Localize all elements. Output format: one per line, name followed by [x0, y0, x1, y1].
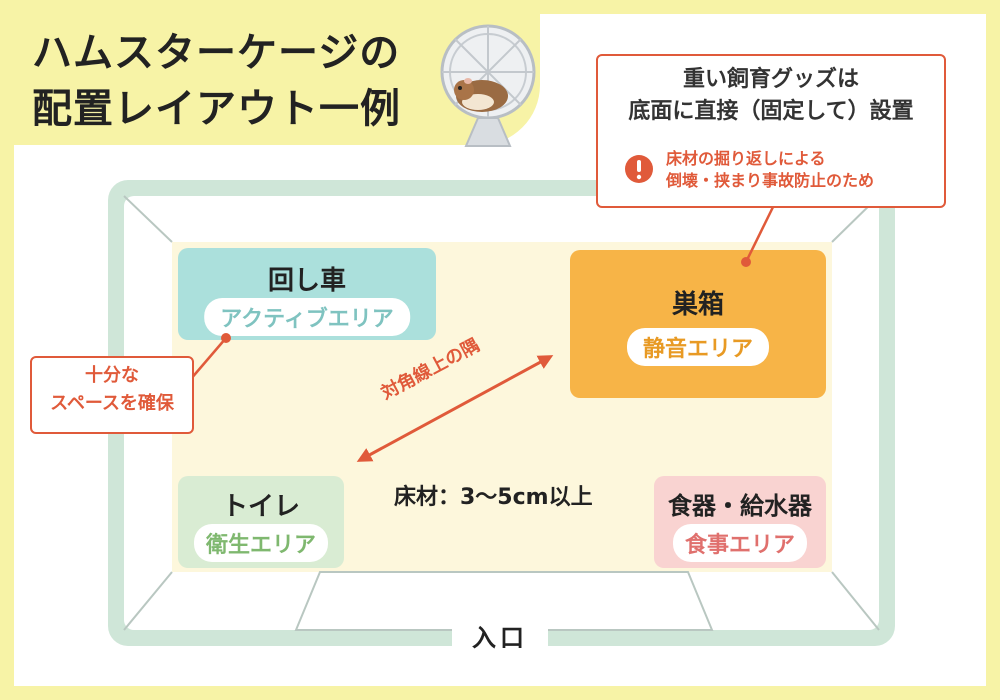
food-zone-label: 食器・給水器 [668, 492, 812, 520]
nest-zone-label: 巣箱 [671, 290, 724, 320]
top-callout-warning-line-2: 倒壊・挟まり事故防止のため [666, 171, 875, 190]
title-line-1: ハムスターケージの [32, 30, 401, 76]
hamster-wheel-illustration [440, 24, 536, 147]
left-callout-line-2: スペースを確保 [50, 393, 174, 414]
entrance-door [294, 571, 714, 631]
entrance-label: 入口 [472, 624, 528, 652]
top-callout-line-1: 重い飼育グッズは [682, 67, 859, 92]
food-zone: 食器・給水器 食事エリア [654, 476, 826, 568]
top-callout-leader-dot [741, 257, 751, 267]
toilet-zone-tag: 衛生エリア [193, 524, 329, 562]
exclamation-icon [625, 155, 653, 183]
wheel-zone: 回し車 アクティブエリア [178, 248, 436, 340]
bedding-label: 床材：3〜5cm以上 [394, 485, 593, 510]
left-callout: 十分な スペースを確保 [30, 356, 194, 434]
left-callout-leader [189, 337, 227, 381]
top-callout-leader [744, 204, 776, 263]
food-zone-tag: 食事エリア [672, 524, 808, 562]
diagonal-arrow [356, 355, 554, 462]
top-callout: 重い飼育グッズは 底面に直接（固定して）設置 床材の掘り返しによる 倒壊・挟まり… [596, 54, 946, 208]
hamster-icon [454, 78, 508, 112]
wheel-zone-label: 回し車 [267, 266, 346, 296]
left-callout-leader-dot [221, 333, 231, 343]
entrance-label-bg [452, 618, 548, 652]
nest-zone-tag: 静音エリア [626, 328, 770, 366]
toilet-zone-label: トイレ [221, 492, 300, 522]
top-callout-warning-line-1: 床材の掘り返しによる [666, 149, 826, 168]
nest-zone: 巣箱 静音エリア [570, 250, 826, 398]
left-callout-line-1: 十分な [85, 365, 139, 386]
wheel-zone-tag: アクティブエリア [204, 298, 410, 336]
toilet-zone: トイレ 衛生エリア [178, 476, 344, 568]
title-line-2: 配置レイアウト一例 [32, 86, 401, 132]
top-callout-line-2: 底面に直接（固定して）設置 [628, 99, 914, 124]
